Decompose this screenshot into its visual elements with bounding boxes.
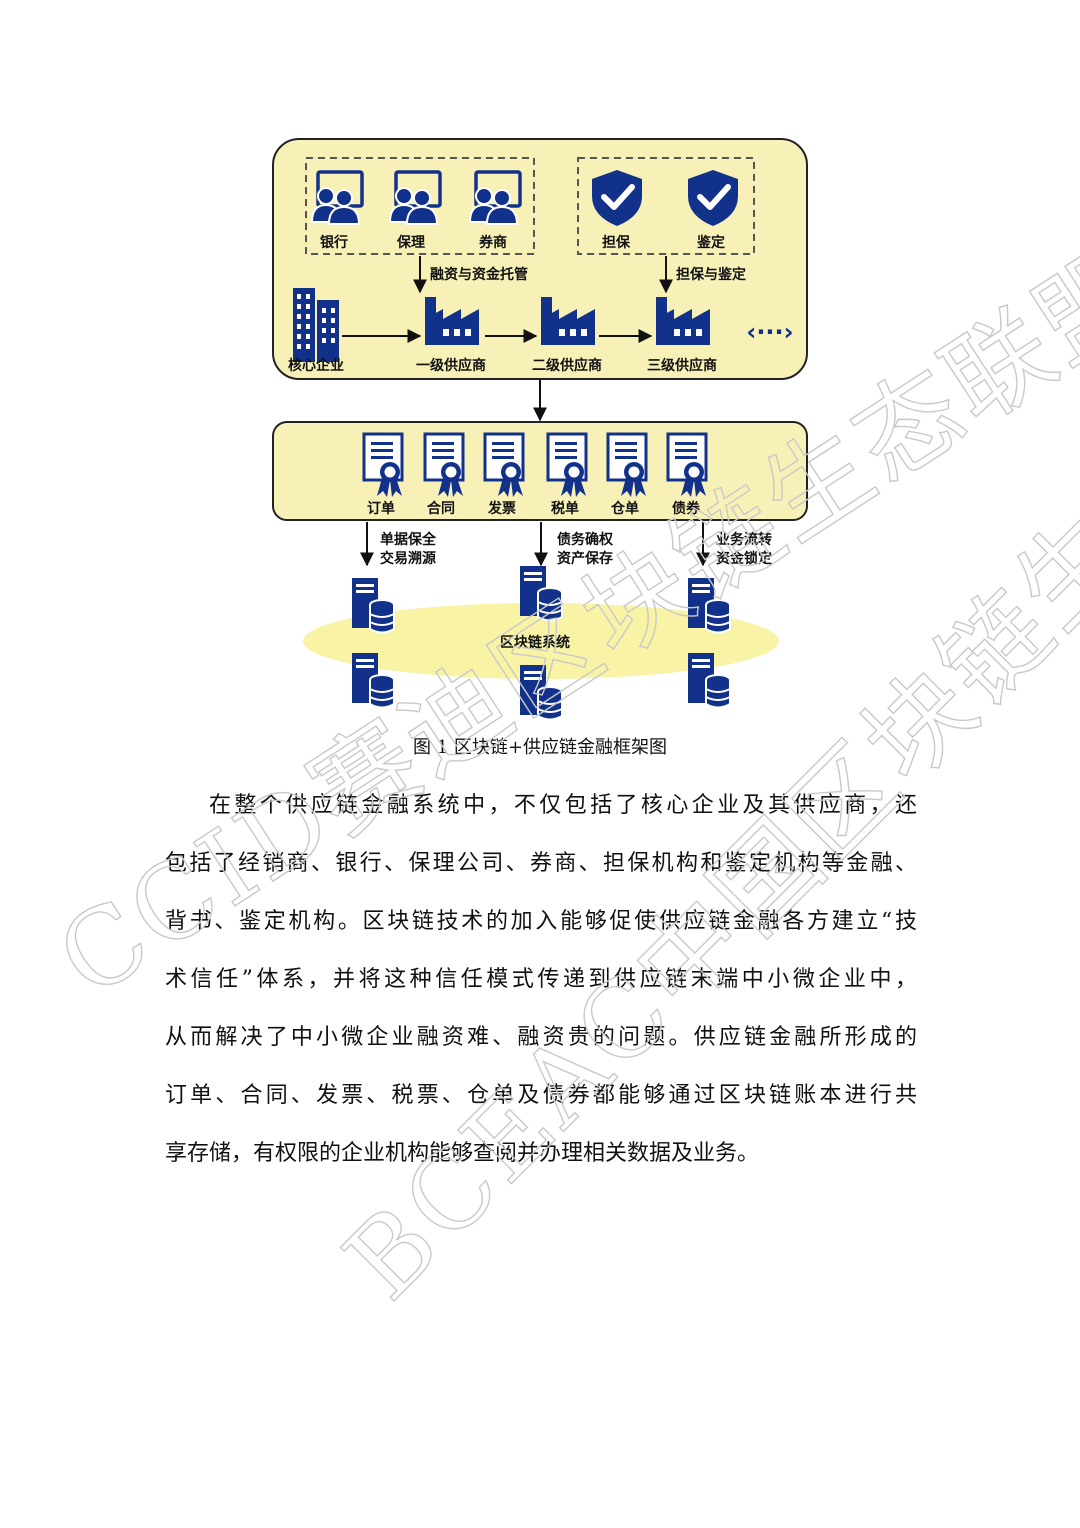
contract-label: 合同 [427, 500, 455, 517]
body-paragraph: 在整个供应链金融系统中，不仅包括了核心企业及其供应商，还 包括了经销商、银行、保… [165, 777, 917, 1183]
paragraph-line: 术信任”体系，并将这种信任模式传递到供应链末端中小微企业中， [165, 967, 917, 992]
paragraph-line: 享存储，有权限的企业机构能够查阅并办理相关数据及业务。 [165, 1141, 760, 1166]
guarantee-arrow-label: 担保与鉴定 [676, 266, 746, 283]
top-panel [272, 138, 808, 380]
tier1-supplier-label: 一级供应商 [416, 357, 486, 374]
more-icon: ‹···› [746, 318, 793, 346]
broker-label: 券商 [479, 234, 507, 251]
flow-label-2a: 债务确权 [557, 531, 614, 548]
bond-label: 债券 [672, 500, 701, 517]
figure-caption: 图 1 区块链+供应链金融框架图 [413, 737, 667, 758]
blockchain-ellipse [303, 603, 779, 679]
factoring-label: 保理 [396, 234, 425, 251]
invoice-label: 发票 [487, 500, 516, 517]
framework-diagram: 银行 保理 券商 担保 鉴定 融资与资金托管 担保与鉴定 ‹···› 核心企业 … [272, 138, 808, 721]
flow-label-3b: 资金锁定 [716, 550, 772, 567]
flow-label-1a: 单据保全 [380, 531, 437, 548]
tier2-supplier-label: 二级供应商 [532, 357, 602, 374]
flow-label-2b: 资产保存 [557, 550, 613, 567]
order-label: 订单 [367, 500, 395, 517]
paragraph-line: 订单、合同、发票、税票、仓单及债券都能够通过区块链账本进行共 [165, 1083, 917, 1108]
guarantee-institutions-group [577, 157, 755, 255]
guarantee-label: 担保 [602, 234, 631, 251]
appraisal-label: 鉴定 [696, 234, 725, 251]
flow-label-1b: 交易溯源 [380, 550, 436, 567]
financial-institutions-group [305, 157, 535, 255]
paragraph-line: 从而解决了中小微企业融资难、融资贵的问题。供应链金融所形成的 [165, 1025, 917, 1050]
paragraph-line: 包括了经销商、银行、保理公司、券商、担保机构和鉴定机构等金融、 [165, 851, 917, 876]
server-icon [519, 565, 563, 622]
flow-label-3a: 业务流转 [716, 531, 772, 548]
tier3-supplier-label: 三级供应商 [647, 357, 717, 374]
server-icon [351, 577, 395, 634]
financing-arrow-label: 融资与资金托管 [430, 266, 528, 283]
warehouse-receipt-label: 仓单 [610, 500, 639, 517]
paragraph-line: 在整个供应链金融系统中，不仅包括了核心企业及其供应商，还 [209, 793, 917, 818]
documents-panel [272, 421, 808, 521]
tax-label: 税单 [551, 500, 579, 517]
core-enterprise-label: 核心企业 [288, 357, 344, 374]
paragraph-line: 背书、鉴定机构。区块链技术的加入能够促使供应链金融各方建立“技 [165, 909, 917, 934]
server-icon [687, 577, 731, 634]
blockchain-label: 区块链系统 [500, 634, 570, 651]
bank-label: 银行 [320, 234, 348, 251]
